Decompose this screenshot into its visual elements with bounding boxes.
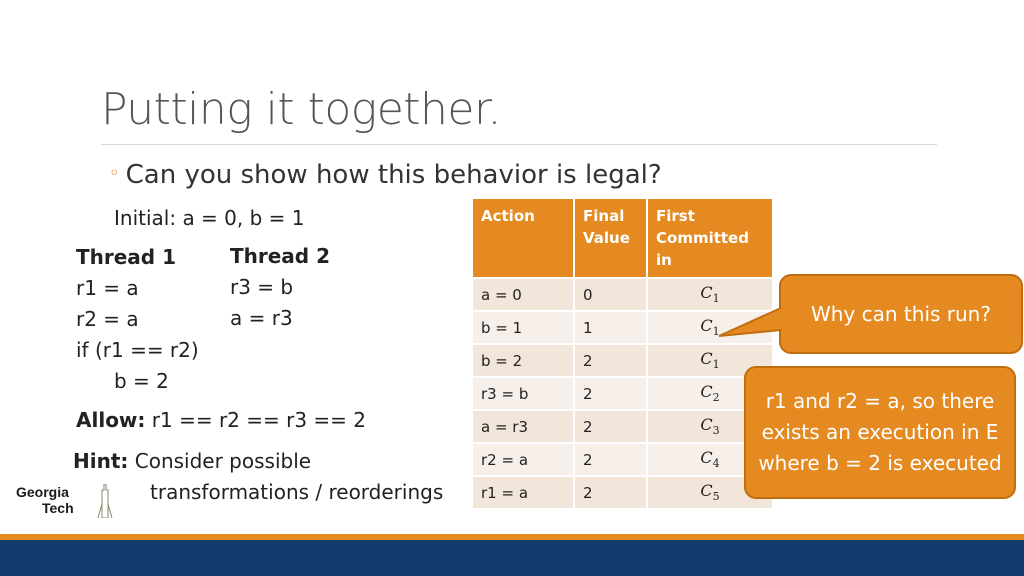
bullet-text: Can you show how this behavior is legal? bbox=[125, 160, 662, 190]
tower-icon bbox=[97, 484, 113, 518]
footer-band bbox=[0, 540, 1024, 576]
cell-final-value: 2 bbox=[573, 409, 648, 444]
allow-label: Allow: bbox=[76, 408, 146, 432]
bullet-question: ◦Can you show how this behavior is legal… bbox=[109, 160, 662, 190]
thread2-heading: Thread 2 bbox=[230, 244, 330, 268]
slide-title: Putting it together. bbox=[101, 84, 502, 135]
thread1-line: b = 2 bbox=[114, 369, 169, 393]
callout-pointer bbox=[718, 308, 785, 337]
cell-final-value: 2 bbox=[573, 475, 648, 510]
cell-action: b = 2 bbox=[471, 343, 575, 378]
col-action-header: Action bbox=[471, 197, 575, 279]
initial-values: Initial: a = 0, b = 1 bbox=[114, 206, 305, 230]
bullet-ring-icon: ◦ bbox=[109, 163, 120, 184]
cell-final-value: 0 bbox=[573, 277, 648, 312]
hint-text-cont: transformations / reorderings bbox=[150, 480, 444, 504]
cell-final-value: 2 bbox=[573, 442, 648, 477]
thread2-line: a = r3 bbox=[230, 306, 293, 330]
callout-why: Why can this run? bbox=[779, 274, 1023, 354]
thread1-line: r2 = a bbox=[76, 307, 139, 331]
thread1-heading: Thread 1 bbox=[76, 245, 176, 269]
cell-action: r3 = b bbox=[471, 376, 575, 411]
hint-label: Hint: bbox=[73, 449, 129, 473]
callout-explanation: r1 and r2 = a, so there exists an execut… bbox=[744, 366, 1016, 499]
thread1-line: r1 = a bbox=[76, 276, 139, 300]
cell-action: a = 0 bbox=[471, 277, 575, 312]
footer-accent-stripe bbox=[0, 534, 1024, 540]
cell-committed-in: C1 bbox=[646, 277, 774, 312]
georgia-tech-logo: Georgia Tech bbox=[16, 484, 113, 518]
cell-final-value: 2 bbox=[573, 343, 648, 378]
allow-text: r1 == r2 == r3 == 2 bbox=[151, 408, 367, 432]
cell-action: r1 = a bbox=[471, 475, 575, 510]
thread2-line: r3 = b bbox=[230, 275, 294, 299]
hint-statement: Hint: Consider possible bbox=[73, 449, 311, 473]
cell-action: b = 1 bbox=[471, 310, 575, 345]
cell-action: r2 = a bbox=[471, 442, 575, 477]
cell-final-value: 2 bbox=[573, 376, 648, 411]
cell-final-value: 1 bbox=[573, 310, 648, 345]
thread1-line: if (r1 == r2) bbox=[76, 338, 199, 362]
allow-statement: Allow: r1 == r2 == r3 == 2 bbox=[76, 408, 366, 432]
title-divider bbox=[101, 144, 937, 145]
cell-action: a = r3 bbox=[471, 409, 575, 444]
hint-text: Consider possible bbox=[134, 449, 312, 473]
